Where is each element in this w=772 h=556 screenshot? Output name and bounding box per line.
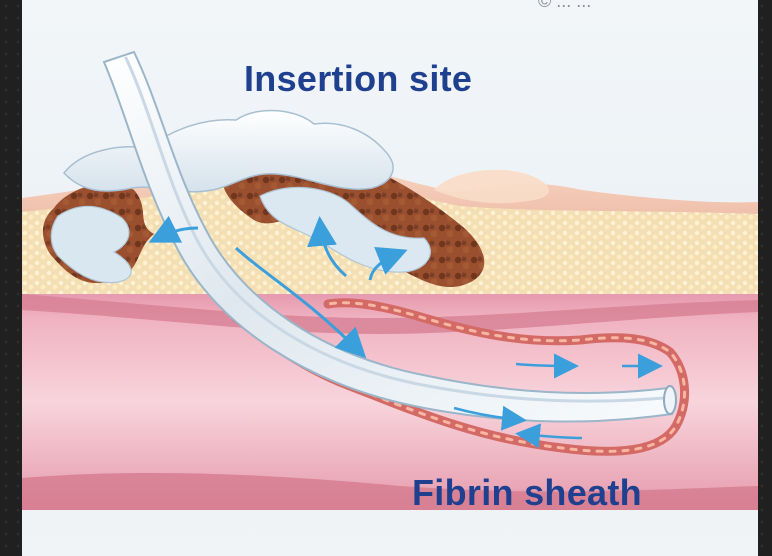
- image-credit: © ... ...: [538, 0, 591, 12]
- fibrin-sheath-label: Fibrin sheath: [412, 472, 642, 514]
- catheter-tip: [664, 386, 676, 414]
- insertion-site-label: Insertion site: [244, 58, 472, 100]
- diagram-panel: Insertion site Fibrin sheath © ... ...: [22, 0, 758, 556]
- surface-exudate: [64, 110, 393, 191]
